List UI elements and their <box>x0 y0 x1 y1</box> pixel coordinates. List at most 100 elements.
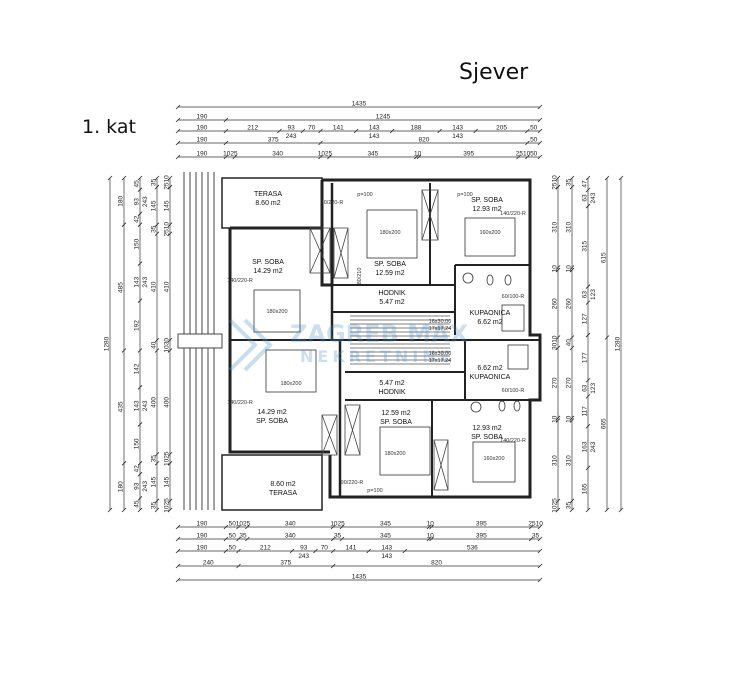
dimension-value: 340 <box>285 533 296 540</box>
room-name: TERASA <box>254 191 282 198</box>
dimension-tick <box>555 507 561 513</box>
dimension-value: 2510 <box>164 222 171 237</box>
dimension-tick <box>555 335 561 340</box>
room-area: 12.59 m2 <box>381 410 410 417</box>
dimension-tick <box>137 175 143 181</box>
dimension-tick <box>175 563 181 569</box>
dimension-tick <box>569 335 575 340</box>
dimension-tick <box>537 524 543 530</box>
dimension-value: 375 <box>280 560 291 567</box>
dimension-value: 435 <box>118 401 125 412</box>
dimension-tick <box>555 415 561 421</box>
dimension-value: 50 <box>530 151 538 158</box>
dimension-tick <box>167 348 173 353</box>
room-name: TERASA <box>269 490 297 497</box>
dimension-value: 145 <box>164 200 171 211</box>
room-name: SP. SOBA <box>471 434 503 441</box>
dimension-tick <box>330 563 336 569</box>
dimension-tick <box>313 548 318 554</box>
dimension-value: 143 <box>134 276 141 287</box>
dimension-value: 395 <box>476 521 487 528</box>
dimension-tick <box>236 524 241 530</box>
room-area: 5.47 m2 <box>379 299 404 306</box>
dimension-value: 310 <box>566 221 573 232</box>
dimension-tick <box>585 377 591 383</box>
dimension-subvalue: 243 <box>286 133 297 140</box>
window-label: 60/100-R <box>502 294 525 300</box>
dimension-tick <box>154 348 160 353</box>
door-label: 90/220-R <box>321 200 344 206</box>
dimension-subvalue: 243 <box>142 276 149 287</box>
dimension-value: 35 <box>334 533 342 540</box>
dimension-tick <box>154 451 160 457</box>
dimension-tick <box>223 117 229 123</box>
dimension-tick <box>426 536 432 542</box>
toilet-icon <box>498 400 506 412</box>
dimension-value: 260 <box>566 298 573 309</box>
dimension-tick <box>175 140 181 146</box>
dimension-value: 400 <box>151 397 158 408</box>
dimension-tick <box>137 471 143 477</box>
dimension-tick <box>318 154 323 160</box>
room-name: HODNIK <box>378 290 406 297</box>
bidet-icon <box>504 274 512 286</box>
dimension-tick <box>537 563 543 569</box>
dimension-tick <box>167 461 173 466</box>
window-label: 140/220-R <box>227 400 253 406</box>
staircase <box>350 315 450 365</box>
dimension-value: 180 <box>118 481 125 492</box>
dimension-tick <box>537 536 543 542</box>
dimension-tick <box>416 154 422 160</box>
dimension-tick <box>555 418 561 423</box>
dimension-tick <box>437 128 442 134</box>
dimension-value: 665 <box>601 418 608 429</box>
stairs-label: 16x30.00 <box>429 319 452 325</box>
dimension-tick <box>137 385 143 390</box>
dimension-tick <box>137 496 143 501</box>
dimension-tick <box>175 548 181 554</box>
dimension-value: 270 <box>552 377 559 388</box>
dimension-value: 35 <box>566 179 573 187</box>
dimension-subvalue: 243 <box>298 553 309 560</box>
dimension-tick <box>245 536 250 542</box>
dimension-tick <box>223 140 229 146</box>
shower-icon <box>507 344 529 370</box>
dimension-tick <box>604 335 610 340</box>
dimension-value: 1025 <box>236 521 251 528</box>
dimension-value: 315 <box>582 241 589 252</box>
dimension-tick <box>402 548 408 554</box>
washing-machine <box>462 272 474 284</box>
dimension-tick <box>236 536 241 542</box>
dimension-value: 50 <box>229 545 237 552</box>
room-name: SP. SOBA <box>374 261 406 268</box>
dimension-tick <box>569 507 575 513</box>
dimension-value: 1030 <box>164 338 171 353</box>
dimension-value: 150 <box>134 238 141 249</box>
dimension-value: 190 <box>197 151 208 158</box>
dimension-value: 190 <box>197 114 208 121</box>
floor-label: 1. kat <box>82 116 136 138</box>
dimension-value: 820 <box>431 560 442 567</box>
dimension-tick <box>175 536 181 542</box>
dimension-value: 50 <box>229 533 237 540</box>
dimension-value: 536 <box>467 545 478 552</box>
dimension-tick <box>107 175 113 181</box>
dimension-tick <box>528 536 534 542</box>
dimension-value: 93 <box>134 482 141 490</box>
room-area: 5.47 m2 <box>379 380 404 387</box>
dimension-value: 240 <box>203 560 214 567</box>
dimension-subvalue: 243 <box>142 480 149 491</box>
dimension-tick <box>154 222 160 227</box>
dimension-value: 143 <box>134 400 141 411</box>
window-label: 140/220-R <box>227 278 253 284</box>
dimension-value: 45 <box>134 180 141 188</box>
room-labels: TERASA 8.60 m2 SP. SOBA 14.29 m2 180x200… <box>227 191 526 497</box>
dimension-value: 375 <box>268 137 279 144</box>
dimension-value: 145 <box>151 476 158 487</box>
dimension-tick <box>121 348 127 353</box>
dimension-tick <box>618 507 624 513</box>
room-area: 12.93 m2 <box>472 425 501 432</box>
dimension-value: 2510 <box>528 521 543 528</box>
dimension-tick <box>569 498 575 504</box>
